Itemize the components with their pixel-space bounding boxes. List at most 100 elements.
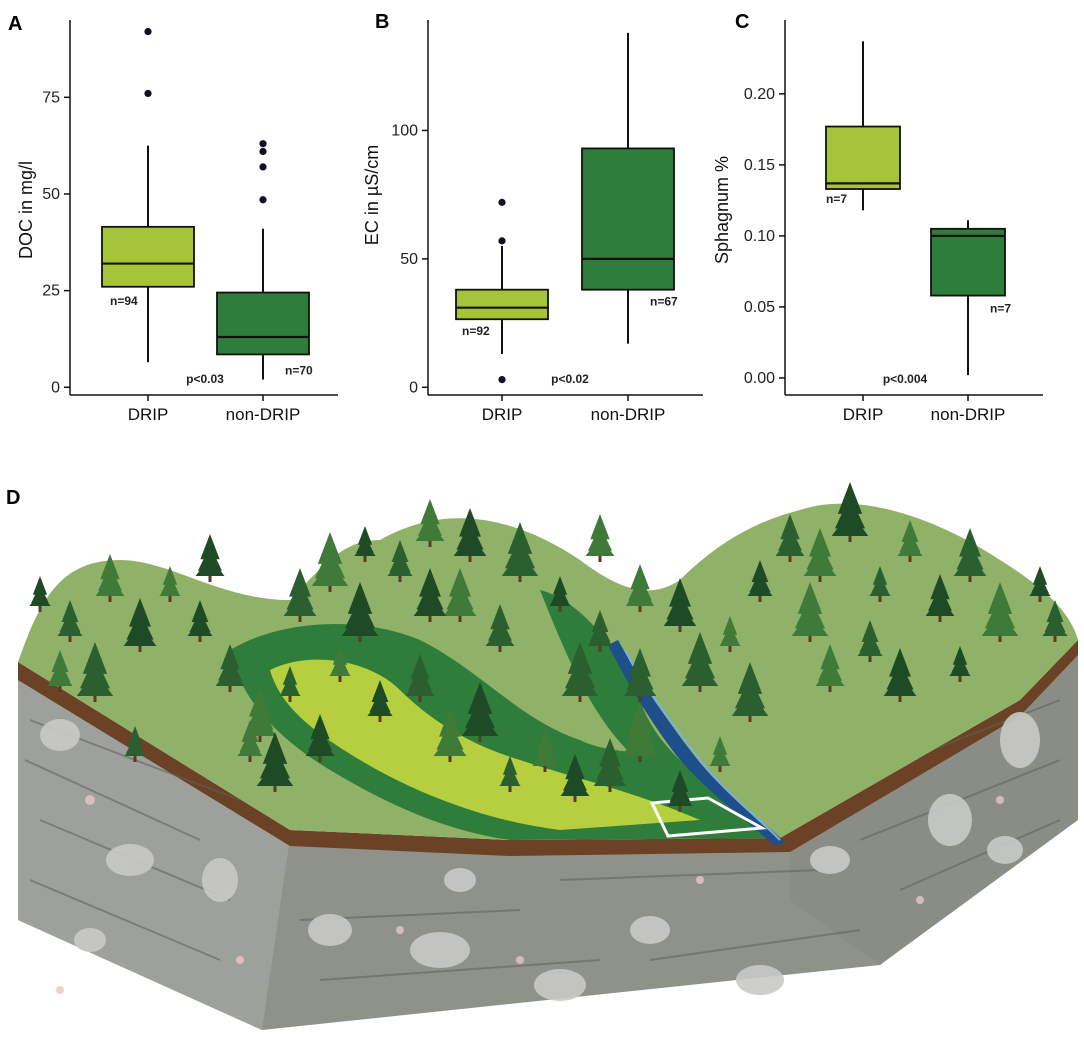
outlier-point	[259, 140, 267, 148]
panel-letter-b: B	[375, 11, 389, 33]
tree-icon	[367, 680, 393, 722]
tree-icon	[279, 666, 301, 702]
tree-icon	[747, 560, 773, 602]
box-drip: n=92	[455, 198, 549, 384]
tree-icon	[585, 514, 615, 562]
outlier-point	[144, 89, 152, 98]
x-category-label: DRIP	[128, 405, 169, 424]
iqr-box	[581, 147, 675, 291]
tree-icon	[731, 662, 769, 722]
tree-icon	[561, 642, 599, 702]
tree-icon	[815, 644, 845, 692]
y-tick-label: 0.10	[744, 228, 775, 245]
outlier-point	[498, 237, 506, 245]
tree-icon	[1029, 566, 1051, 602]
tree-icon	[283, 568, 317, 622]
x-category-label: DRIP	[482, 405, 523, 424]
rock-strata-lines	[24, 699, 1061, 981]
tree-icon	[869, 566, 891, 602]
outlier-point	[498, 375, 506, 384]
sample-size-label: n=7	[990, 302, 1011, 316]
tree-icon	[57, 600, 83, 642]
iqr-box	[930, 227, 1006, 297]
tree-icon	[791, 582, 829, 642]
tree-icon	[1042, 600, 1068, 642]
tree-icon	[621, 702, 659, 762]
tree-icon	[311, 532, 349, 592]
x-category-label: non-DRIP	[591, 405, 666, 424]
iqr-box	[101, 225, 195, 288]
outlier-point	[498, 198, 506, 206]
tree-icon	[329, 646, 351, 682]
tree-icon	[485, 604, 515, 652]
y-tick-label: 0.20	[744, 86, 775, 103]
outlier-point	[259, 163, 267, 171]
y-axis-title-b: EC in µS/cm	[362, 145, 382, 245]
outlier-point	[259, 196, 267, 204]
outlier-point	[144, 27, 152, 36]
x-category-label: non-DRIP	[226, 405, 301, 424]
tree-icon	[549, 576, 571, 612]
y-tick-label: 0.05	[744, 299, 775, 316]
x-category-label: non-DRIP	[931, 405, 1006, 424]
p-value-label: p<0.03	[186, 372, 224, 386]
x-category-label: DRIP	[843, 405, 884, 424]
tree-icon	[433, 708, 467, 762]
panel-letter-c: C	[735, 11, 749, 33]
sample-size-label: n=92	[462, 324, 490, 338]
y-tick-label: 50	[42, 186, 60, 203]
rock-pebbles	[40, 712, 1040, 1001]
sample-size-label: n=70	[285, 363, 313, 377]
box-drip: n=7	[825, 41, 901, 211]
tree-icon	[124, 726, 146, 762]
panel-letter-d: D	[6, 487, 20, 509]
tree-icon	[883, 648, 917, 702]
tree-icon	[593, 738, 627, 792]
tree-icon	[953, 528, 987, 582]
tree-icon	[415, 499, 445, 547]
tree-icon	[775, 514, 805, 562]
tree-icon	[925, 574, 955, 622]
tree-icon	[532, 730, 558, 772]
study-plot-outline	[649, 796, 768, 838]
y-tick-label: 0	[409, 379, 418, 396]
trees-layer	[29, 482, 1068, 812]
y-tick-label: 100	[391, 122, 418, 139]
sample-size-label: n=7	[826, 192, 847, 206]
tree-icon	[681, 632, 719, 692]
tree-icon	[897, 520, 923, 562]
tree-icon	[237, 720, 263, 762]
tree-icon	[719, 616, 741, 652]
tree-icon	[123, 598, 157, 652]
tree-icon	[443, 568, 477, 622]
tree-icon	[663, 578, 697, 632]
box-non-drip: n=70	[216, 140, 313, 380]
tree-icon	[95, 554, 125, 602]
tree-icon	[413, 568, 447, 622]
tree-icon	[387, 540, 413, 582]
tree-icon	[857, 620, 883, 662]
rock-pink-inclusions	[56, 795, 1004, 994]
tree-icon	[461, 682, 499, 742]
stream	[608, 640, 785, 846]
tree-icon	[195, 534, 225, 582]
tree-icon	[560, 754, 590, 802]
y-tick-label: 0.15	[744, 157, 775, 174]
y-tick-label: 0.00	[744, 370, 775, 387]
y-axis-title-c: Sphagnum %	[712, 156, 732, 264]
y-tick-label: 0	[51, 379, 60, 396]
iqr-box	[825, 125, 901, 190]
iqr-box	[455, 288, 549, 321]
tree-icon	[981, 582, 1019, 642]
tree-icon	[499, 756, 521, 792]
panel-letter-a: A	[8, 13, 22, 35]
sample-size-label: n=94	[110, 294, 138, 308]
tree-icon	[949, 646, 971, 682]
outlier-point	[259, 147, 267, 156]
tree-icon	[305, 714, 335, 762]
y-tick-label: 75	[42, 89, 60, 106]
